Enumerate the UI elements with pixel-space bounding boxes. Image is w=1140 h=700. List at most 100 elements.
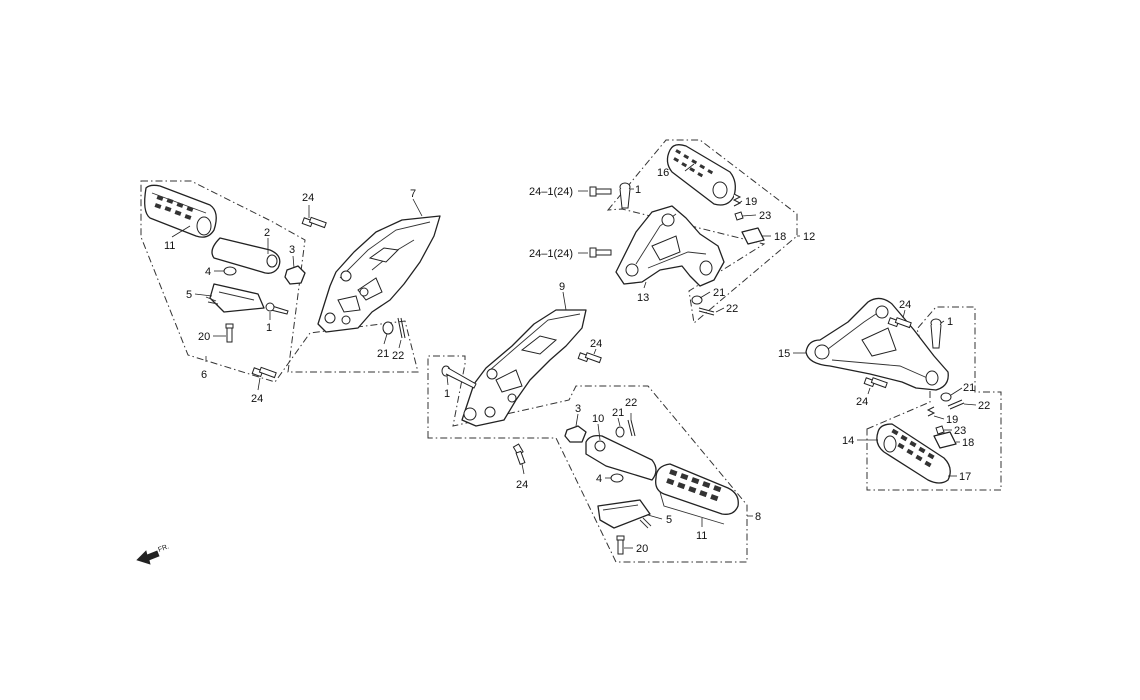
washer-21-left [382,321,394,335]
label-15: 15 [778,348,790,360]
callout-labels: 11 2 3 4 5 1 20 6 24 24 7 21 22 24–1(24)… [164,167,990,555]
label-13: 13 [637,292,649,304]
washer-21-top [691,295,703,305]
label-24: 24 [590,338,602,350]
ball-23-right [935,425,945,435]
washer-4-center [610,473,624,483]
bracket-15 [805,297,949,391]
label-11: 11 [696,530,707,542]
label-12: 12 [803,231,815,243]
label-24: 24 [899,299,911,311]
footpeg-17 [876,423,951,484]
label-19: 19 [745,196,757,208]
slider-5 [205,283,265,313]
label-21: 21 [963,382,975,394]
label-2: 2 [264,227,270,239]
arrow-left-icon [136,550,160,565]
frame-6 [140,180,419,383]
cotter-pin-22-right [947,399,965,410]
pivot-arm-2 [211,237,281,274]
label-22: 22 [392,350,404,362]
label-24: 24 [516,479,528,491]
bolt-24-1-upper [589,186,612,197]
label-3: 3 [575,403,581,415]
label-16: 16 [657,167,669,179]
ball-23-top [734,211,744,221]
assembly-right-passenger-step [793,297,1002,491]
pivot-arm-10 [585,434,657,481]
spacer-3-center [564,425,587,443]
label-1: 1 [266,322,272,334]
label-24: 24 [302,192,314,204]
bolt-24-1-lower [589,247,612,258]
label-22: 22 [978,400,990,412]
label-24: 24 [251,393,263,405]
frame-8 [427,355,748,563]
label-20: 20 [198,331,210,343]
label-5: 5 [666,514,672,526]
label-21: 21 [612,407,624,419]
pin-1-right [930,318,942,349]
label-22: 22 [726,303,738,315]
label-6: 6 [201,369,207,381]
label-17: 17 [959,471,971,483]
assembly-left-rider-step [140,180,441,391]
plate-18-top [741,227,765,245]
label-20: 20 [636,543,648,555]
bracket-9 [461,309,587,427]
label-1: 1 [444,388,450,400]
cotter-pin-22-top [698,307,715,316]
label-4: 4 [205,266,211,278]
label-24: 24 [856,396,868,408]
label-21: 21 [713,287,725,299]
bolt-24-right-lower [863,377,888,389]
pin-1-left [265,302,289,315]
assembly-center-rider-step [427,291,753,563]
label-9: 9 [559,281,565,293]
label-14: 14 [842,435,854,447]
label-10: 10 [592,413,604,425]
pin-1-center [441,365,477,389]
spring-19-top [732,193,742,207]
label-1: 1 [947,316,953,328]
label-5: 5 [186,289,192,301]
bolt-24-top-left [301,216,327,229]
label-11: 11 [164,240,175,252]
bolt-24-center-upper [577,352,602,364]
label-18: 18 [774,231,786,243]
footpeg-16 [666,144,736,206]
bracket-13 [615,205,725,287]
plate-18-right [933,431,957,449]
washer-4 [223,266,237,276]
label-4: 4 [596,473,602,485]
spacer-3 [284,265,306,285]
cotter-pin-22-left [397,317,406,339]
label-21: 21 [377,348,389,360]
washer-21-right [940,392,952,402]
washer-21-center [615,426,625,438]
label-22: 22 [625,397,637,409]
assembly-top-passenger-step [578,139,800,324]
front-label: FR. [157,543,170,553]
spring-19-right [926,406,936,417]
cotter-pin-22-center [627,419,636,437]
label-3: 3 [289,244,295,256]
label-7: 7 [410,188,416,200]
label-1: 1 [635,184,641,196]
label-8: 8 [755,511,761,523]
bolt-20-center [616,535,625,555]
label-19: 19 [946,414,958,426]
bracket-7 [317,215,441,333]
label-23: 23 [954,425,966,437]
slider-5-center [597,499,652,529]
footpeg-11-center [655,463,739,525]
bolt-24-right-upper [887,317,912,329]
bolt-24-center-lower [512,443,526,465]
label-24-1: 24–1(24) [529,186,573,198]
bolt-24-bottom-left [251,366,277,379]
bolt-20-left [225,323,234,343]
label-24-1: 24–1(24) [529,248,573,260]
pin-1-top [619,182,631,209]
label-18: 18 [962,437,974,449]
